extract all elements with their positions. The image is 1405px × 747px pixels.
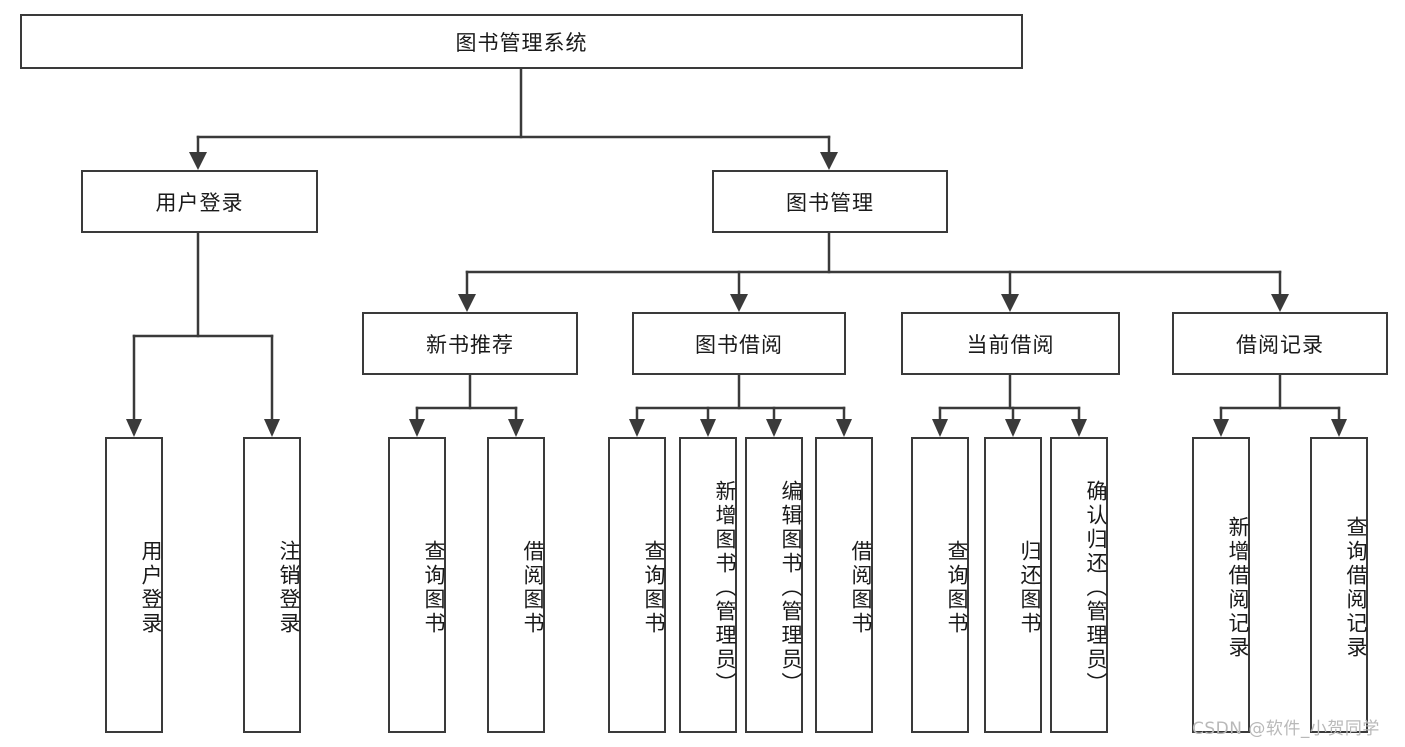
connectors-userlogin-to-leaves [132,231,274,426]
leaf-edit-book[interactable]: 编辑图书（管理员） [745,437,803,733]
connectors-root-to-level1 [196,67,831,159]
leaf-user-login[interactable]: 用户登录 [105,437,163,733]
arrowheads-userlogin-to-leaves [126,419,280,437]
leaf-query-book-3[interactable]: 查询图书 [911,437,969,733]
leaf-return-book[interactable]: 归还图书 [984,437,1042,733]
connectors-newbook-to-leaves [415,373,518,426]
connectors-bookmgmt-to-level2 [465,231,1282,301]
leaf-query-record[interactable]: 查询借阅记录 [1310,437,1368,733]
node-new-book-recommend[interactable]: 新书推荐 [362,312,578,375]
leaf-query-book-2[interactable]: 查询图书 [608,437,666,733]
leaf-confirm-return[interactable]: 确认归还（管理员） [1050,437,1108,733]
arrowheads-newbook-to-leaves [409,419,524,437]
node-root[interactable]: 图书管理系统 [20,14,1023,69]
leaf-add-book[interactable]: 新增图书（管理员） [679,437,737,733]
leaf-user-logout[interactable]: 注销登录 [243,437,301,733]
connectors-borrowrecord-to-leaves [1219,373,1341,426]
node-user-login[interactable]: 用户登录 [81,170,318,233]
connectors-currentborrow-to-leaves [938,373,1081,426]
leaf-borrow-book-2[interactable]: 借阅图书 [815,437,873,733]
node-book-borrow[interactable]: 图书借阅 [632,312,846,375]
arrowheads-root-to-level1 [189,152,838,170]
arrowheads-bookmgmt-to-level2 [458,294,1289,312]
csdn-watermark: CSDN @软件_小贺同学 [1192,719,1380,739]
node-borrow-record[interactable]: 借阅记录 [1172,312,1388,375]
leaf-borrow-book-1[interactable]: 借阅图书 [487,437,545,733]
leaf-query-book-1[interactable]: 查询图书 [388,437,446,733]
arrowheads-borrowrecord-to-leaves [1213,419,1347,437]
node-current-borrow[interactable]: 当前借阅 [901,312,1120,375]
connectors-bookborrow-to-leaves [635,373,846,426]
node-book-management[interactable]: 图书管理 [712,170,948,233]
arrowheads-bookborrow-to-leaves [629,419,852,437]
arrowheads-currentborrow-to-leaves [932,419,1087,437]
leaf-add-record[interactable]: 新增借阅记录 [1192,437,1250,733]
